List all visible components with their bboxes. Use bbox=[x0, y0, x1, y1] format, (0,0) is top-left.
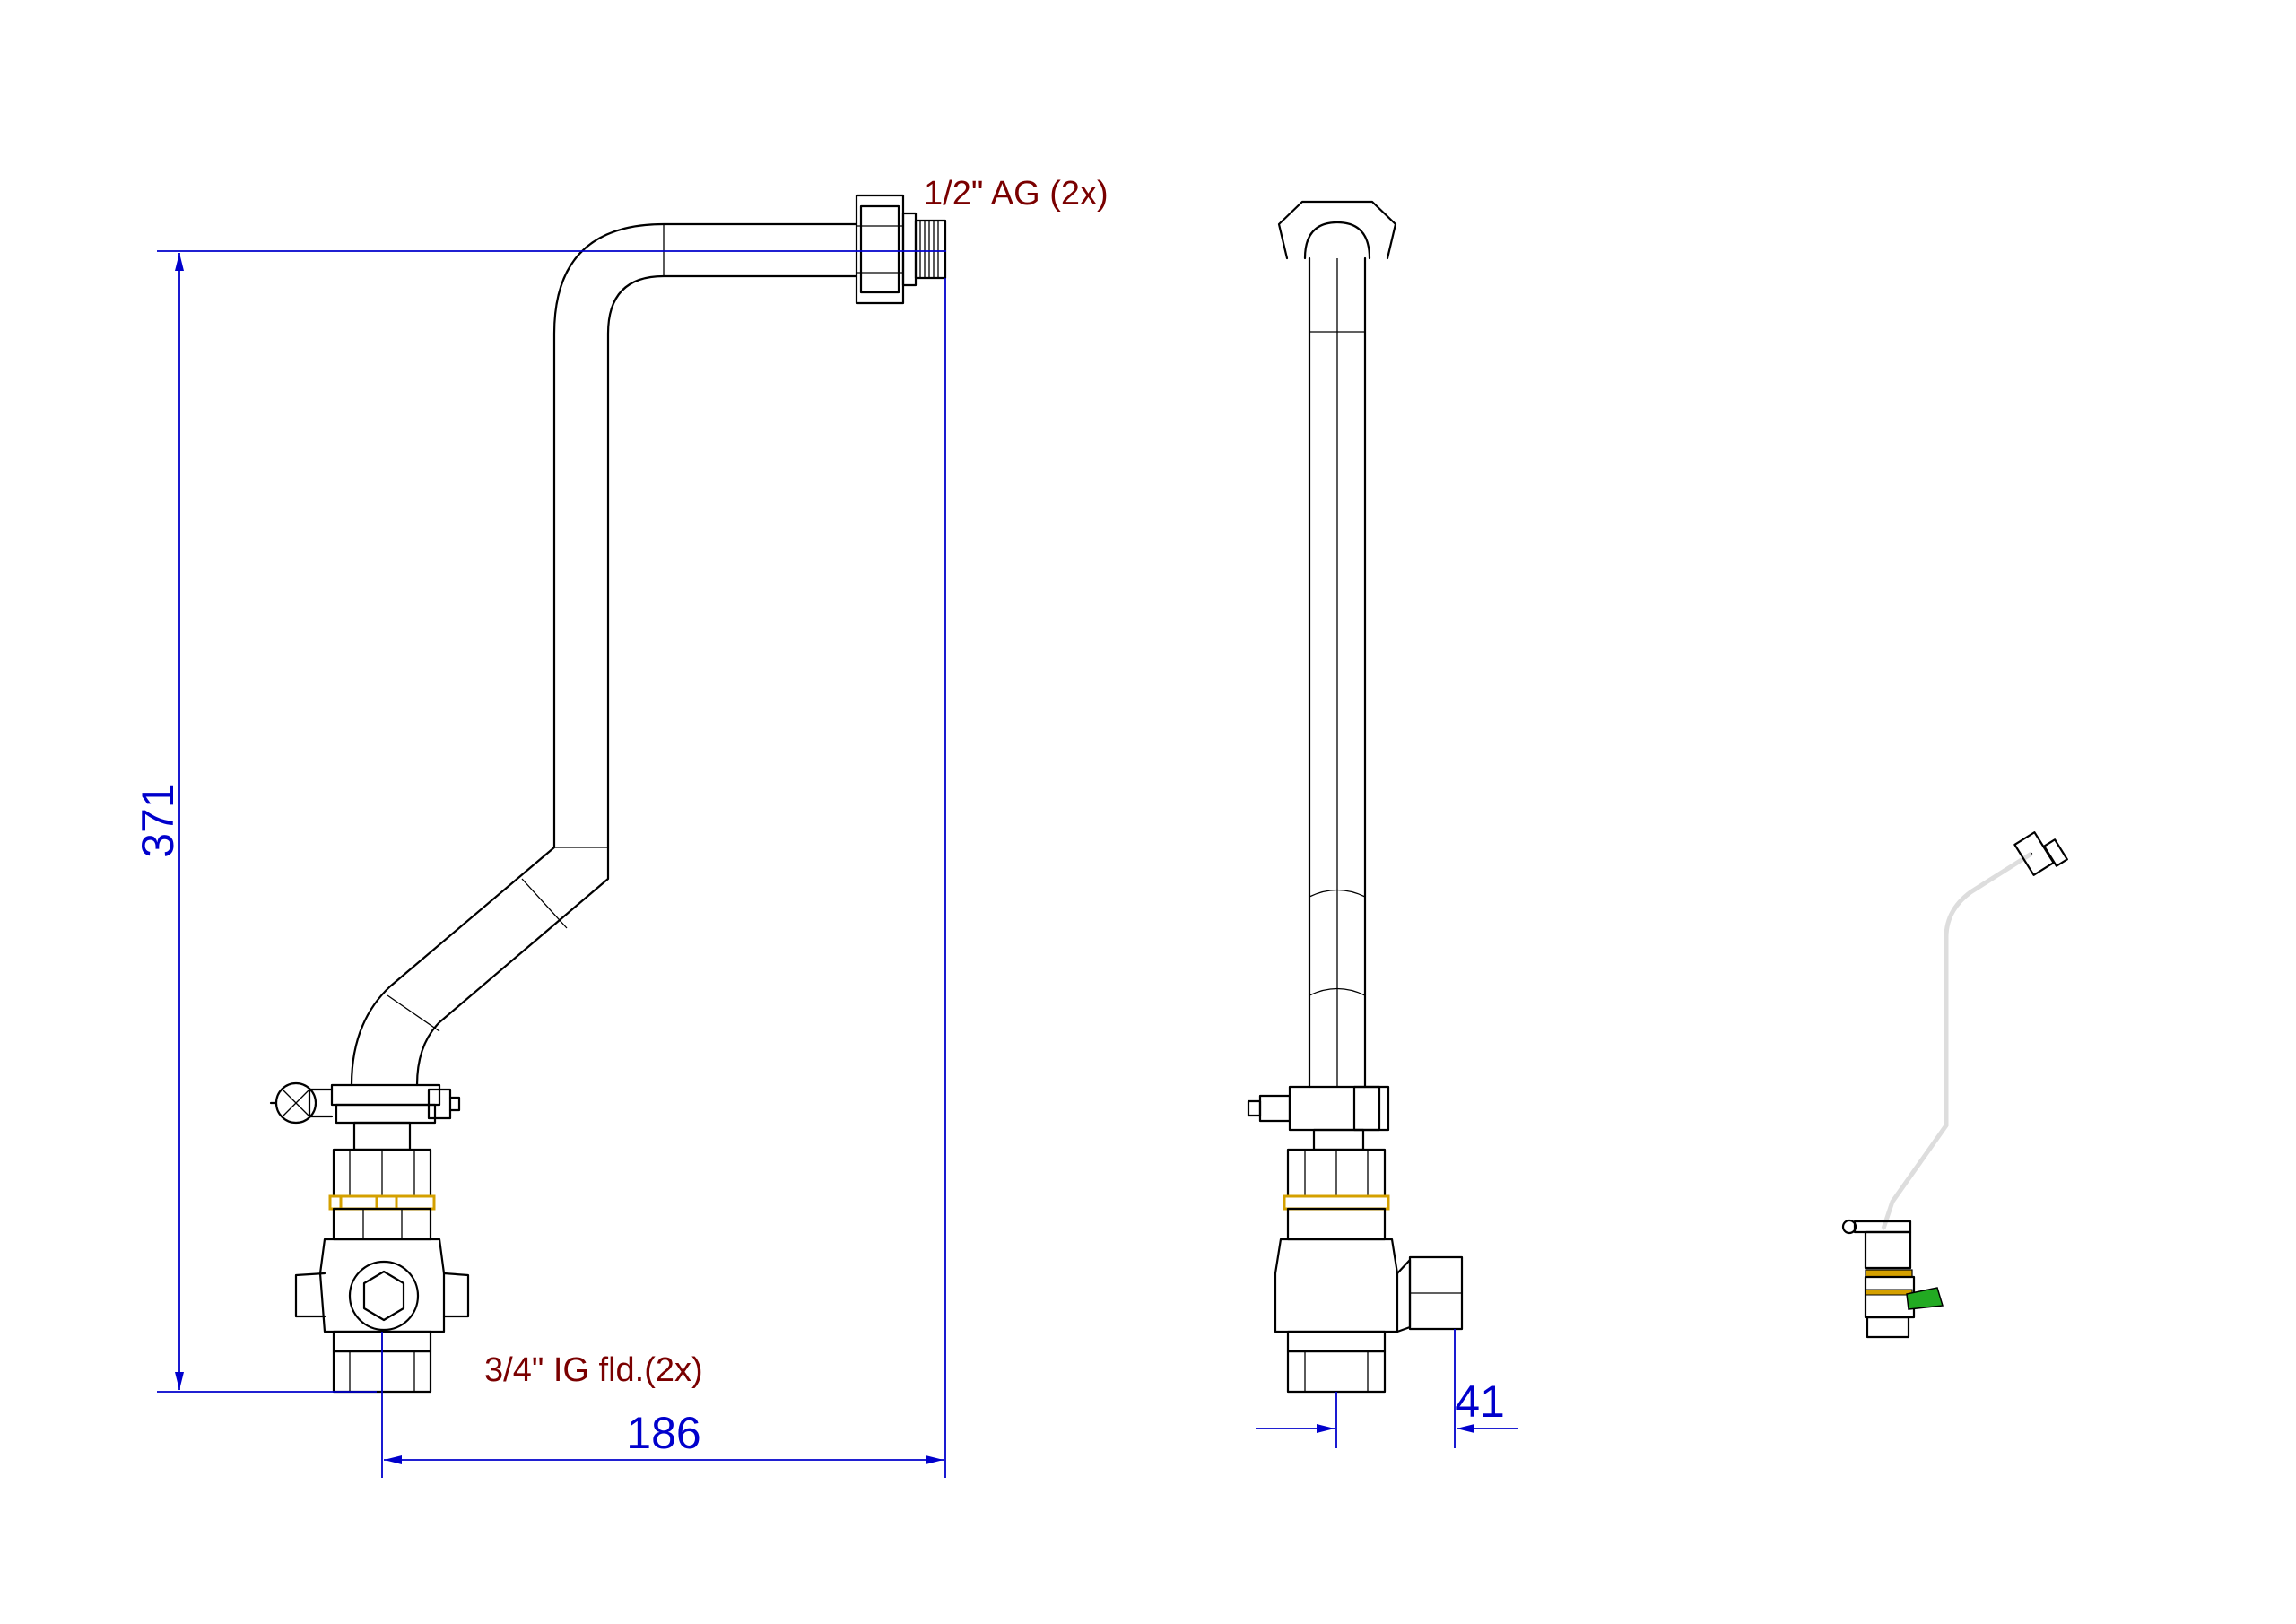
side-ball-valve bbox=[1274, 1238, 1464, 1394]
height-value: 371 bbox=[133, 783, 183, 857]
side-pipe bbox=[1308, 256, 1367, 1089]
handle-icon bbox=[1906, 1287, 1944, 1310]
dimension-height: 371 bbox=[133, 250, 946, 1393]
front-clamp bbox=[269, 1081, 461, 1125]
isometric-view bbox=[1841, 831, 2068, 1339]
front-top-fitting bbox=[855, 194, 947, 305]
front-pipe bbox=[350, 222, 858, 1087]
top-connection-label: 1/2" AG (2x) bbox=[924, 175, 1109, 213]
side-view bbox=[1247, 200, 1464, 1394]
width-value: 186 bbox=[626, 1408, 700, 1458]
bottom-connection-label: 3/4" IG fld.(2x) bbox=[484, 1351, 703, 1389]
side-union-nut bbox=[1283, 1128, 1390, 1241]
side-top-fitting bbox=[1277, 200, 1397, 260]
front-union-nut bbox=[328, 1121, 436, 1241]
front-view bbox=[269, 194, 947, 1394]
depth-value: 41 bbox=[1455, 1376, 1505, 1427]
dimension-width: 186 bbox=[381, 278, 946, 1478]
dimension-depth: 41 bbox=[1256, 1329, 1518, 1448]
side-clamp bbox=[1247, 1085, 1390, 1132]
